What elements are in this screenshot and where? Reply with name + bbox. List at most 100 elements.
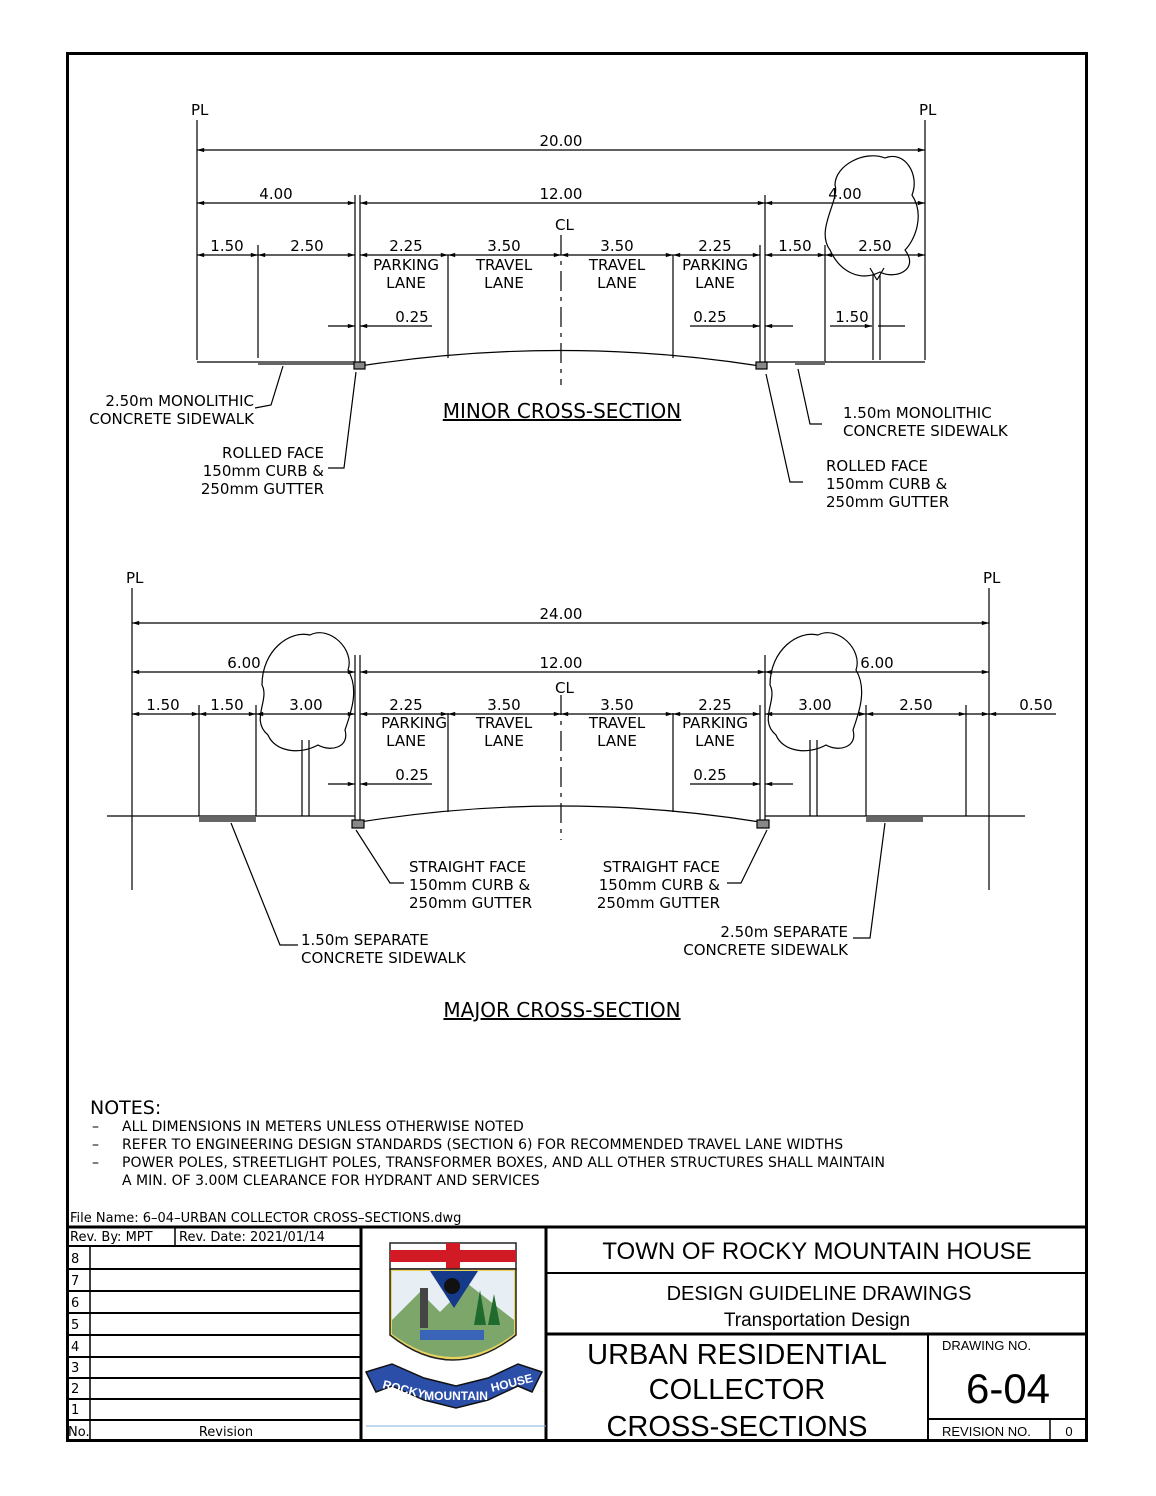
major-dim-left: 6.00 [227,654,260,672]
notes-dash-3: – [92,1155,99,1171]
title-block-frame [66,1225,1088,1442]
notes-dash-1: – [92,1119,99,1135]
town-crest-logo [364,1242,546,1427]
notes-dash-2: – [92,1137,99,1153]
major-cl: CL [555,679,574,697]
major-left-curb-1: STRAIGHT FACE [409,858,526,876]
major-left-curb-3: 250mm GUTTER [409,894,532,912]
major-dim-right: 6.00 [860,654,893,672]
minor-lane-lane-1: LANE [386,274,426,292]
minor-dim-g2: 0.25 [693,308,726,326]
major-dim-p2: 2.25 [698,696,731,714]
minor-left-sidewalk-2: CONCRETE SIDEWALK [89,410,255,428]
rev-revision-label: Revision [199,1425,253,1440]
major-dim-r2: 2.50 [899,696,932,714]
major-lane-lane-2: LANE [484,732,524,750]
major-pl-left: PL [126,569,144,587]
major-lane-lane-4: LANE [695,732,735,750]
major-dim-t1: 3.50 [487,696,520,714]
major-left-sidewalk-1: 1.50m SEPARATE [301,931,429,949]
major-left-sidewalk-2: CONCRETE SIDEWALK [301,949,467,967]
minor-right-curb-3: 250mm GUTTER [826,493,949,511]
major-right-curb-1: STRAIGHT FACE [603,858,720,876]
major-dim-l1: 1.50 [146,696,179,714]
rev-row-3: 3 [71,1361,79,1376]
minor-left-curb-1: ROLLED FACE [222,444,324,462]
rev-row-8: 8 [71,1252,79,1267]
minor-labels: PL PL CL 20.00 4.00 12.00 4.00 1.50 2.50… [89,101,1009,511]
minor-right-sidewalk-1: 1.50m MONOLITHIC [843,404,992,422]
rev-by: Rev. By: MPT [70,1230,153,1245]
drawing-title-line-2: COLLECTOR [649,1374,826,1406]
town-name: TOWN OF ROCKY MOUNTAIN HOUSE [602,1238,1031,1265]
minor-dim-t2: 3.50 [600,237,633,255]
minor-dim-right: 4.00 [828,185,861,203]
minor-left-sidewalk-1: 2.50m MONOLITHIC [105,392,254,410]
major-left-curb-2: 150mm CURB & [409,876,531,894]
major-title: MAJOR CROSS-SECTION [443,998,680,1022]
minor-lane-parking-right: PARKING [682,256,748,274]
minor-lane-parking-left: PARKING [373,256,439,274]
major-right-sidewalk-1: 2.50m SEPARATE [720,923,848,941]
minor-cl: CL [555,216,574,234]
rev-date: Rev. Date: 2021/01/14 [179,1230,325,1245]
drawing-sheet-border [66,52,1088,1442]
notes: NOTES: – ALL DIMENSIONS IN METERS UNLESS… [90,1097,885,1189]
minor-lane-travel-right: TRAVEL [588,256,646,274]
minor-pl-left: PL [191,101,209,119]
minor-right-curb-1: ROLLED FACE [826,457,928,475]
minor-dim-g1: 0.25 [395,308,428,326]
minor-dim-r3: 1.50 [835,308,868,326]
minor-pl-right: PL [919,101,937,119]
minor-lane-lane-4: LANE [695,274,735,292]
major-lane-parking-right: PARKING [682,714,748,732]
major-labels: PL PL CL 24.00 6.00 12.00 6.00 1.50 1.50… [126,569,1053,1022]
minor-cross-section [196,120,926,483]
rev-row-1: 1 [71,1403,79,1418]
major-lane-lane-1: LANE [386,732,426,750]
minor-right-sidewalk-2: CONCRETE SIDEWALK [843,422,1009,440]
rev-row-4: 4 [71,1340,79,1355]
major-dim-r1: 3.00 [798,696,831,714]
major-dim-center: 12.00 [540,654,583,672]
drawing-title-line-1: URBAN RESIDENTIAL [587,1339,887,1371]
notes-item-3: POWER POLES, STREETLIGHT POLES, TRANSFOR… [122,1155,885,1171]
minor-right-curb-2: 150mm CURB & [826,475,948,493]
minor-lane-travel-left: TRAVEL [475,256,533,274]
major-right-curb-2: 150mm CURB & [599,876,721,894]
drawing-no-label: DRAWING NO. [942,1338,1031,1353]
crest-word-mountain: MOUNTAIN [424,1389,488,1403]
minor-dim-l1: 1.50 [210,237,243,255]
revision-block: Rev. By: MPT Rev. Date: 2021/01/14 8 7 6… [68,1230,325,1440]
revision-no-label: REVISION NO. [942,1424,1031,1439]
major-dim-l2: 1.50 [210,696,243,714]
major-lane-travel-left: TRAVEL [475,714,533,732]
drawing-no: 6-04 [966,1365,1050,1412]
major-pl-right: PL [983,569,1001,587]
minor-title: MINOR CROSS-SECTION [443,399,681,423]
minor-lane-lane-2: LANE [484,274,524,292]
major-right-curb-3: 250mm GUTTER [597,894,720,912]
minor-left-curb-2: 150mm CURB & [203,462,325,480]
major-dim-t2: 3.50 [600,696,633,714]
minor-dim-r2: 2.50 [858,237,891,255]
major-right-sidewalk-2: CONCRETE SIDEWALK [683,941,849,959]
drawing-title-line-3: CROSS-SECTIONS [606,1411,867,1443]
major-dim-r3: 0.50 [1019,696,1052,714]
rev-no-label: No. [68,1425,90,1440]
notes-item-1: ALL DIMENSIONS IN METERS UNLESS OTHERWIS… [122,1119,524,1135]
minor-dim-left: 4.00 [259,185,292,203]
major-lane-travel-right: TRAVEL [588,714,646,732]
revision-no: 0 [1065,1424,1072,1439]
major-dim-g1: 0.25 [395,766,428,784]
rev-row-5: 5 [71,1318,79,1333]
minor-dim-l2: 2.50 [290,237,323,255]
notes-heading: NOTES: [90,1097,161,1119]
major-dim-p1: 2.25 [389,696,422,714]
major-dim-l3: 3.00 [289,696,322,714]
major-lane-lane-3: LANE [597,732,637,750]
major-lane-parking-left: PARKING [381,714,447,732]
major-cross-section [107,588,1056,946]
minor-dim-center: 12.00 [540,185,583,203]
